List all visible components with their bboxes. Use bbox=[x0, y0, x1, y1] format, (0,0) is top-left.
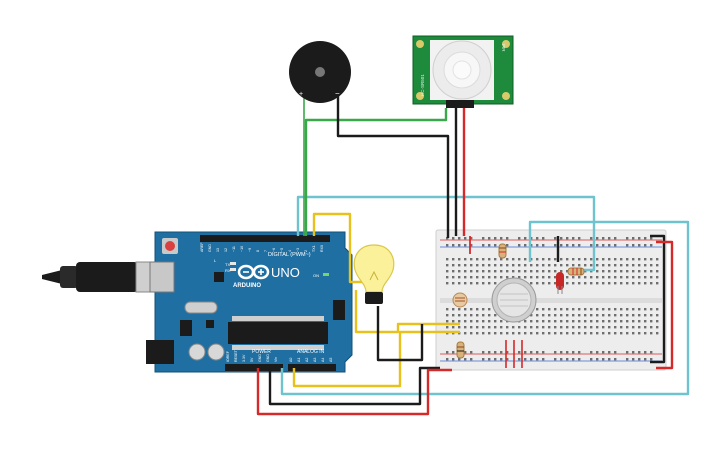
pin-label: ~11 bbox=[232, 246, 236, 252]
piezo-buzzer[interactable]: + − bbox=[289, 41, 351, 103]
wire-bulb-gnd bbox=[376, 306, 424, 362]
pin-label: ~10 bbox=[240, 246, 244, 252]
analog-label: ANALOG IN bbox=[297, 349, 325, 355]
l-label: L bbox=[214, 258, 217, 263]
pir-label-left: HC-SR501 bbox=[420, 74, 425, 96]
wire-cyan-2 bbox=[280, 220, 690, 396]
buzzer-minus-label: − bbox=[335, 89, 340, 98]
pin-label: GND bbox=[208, 244, 212, 252]
pin-label: A4 bbox=[321, 358, 325, 362]
pir-motion-sensor[interactable]: HC-SR501 PIR bbox=[412, 35, 514, 108]
pin-label: 2 bbox=[304, 250, 308, 252]
resistor-ldr[interactable] bbox=[456, 341, 465, 359]
wire-rail-vcc bbox=[656, 240, 674, 370]
breadboard[interactable] bbox=[435, 229, 667, 371]
pin-label: 3.3V bbox=[242, 354, 246, 362]
arduino-logo bbox=[237, 264, 270, 280]
wire-cyan-1 bbox=[296, 195, 596, 272]
pin-label: AREF bbox=[200, 242, 204, 252]
atmega-chip bbox=[228, 322, 328, 344]
pin-label: A0 bbox=[289, 358, 293, 362]
pin-label: 13 bbox=[216, 248, 220, 252]
pin-label: RX0 bbox=[320, 245, 324, 252]
power-jack[interactable] bbox=[146, 340, 174, 364]
digital-header-label: DIGITAL (PWM~) bbox=[268, 252, 311, 258]
pin-label: 12 bbox=[224, 248, 228, 252]
wire-gnd-main bbox=[268, 366, 440, 406]
analog-header[interactable] bbox=[288, 364, 336, 371]
wire-5v-main bbox=[256, 368, 452, 416]
pin-label: 5V bbox=[250, 357, 254, 362]
resistor-top[interactable] bbox=[498, 243, 507, 259]
resistor-led[interactable] bbox=[567, 267, 585, 276]
pin-label: 8 bbox=[256, 250, 260, 252]
pin-label: GND bbox=[258, 354, 262, 362]
pin-label: RESET bbox=[234, 349, 238, 362]
arduino-brand: ARDUINO bbox=[233, 283, 261, 289]
light-bulb[interactable] bbox=[353, 244, 395, 304]
analog-pin-labels: A0 A1 A2 A3 A4 A5 bbox=[289, 358, 333, 362]
pin-label: GND bbox=[266, 354, 270, 362]
digital-pin-labels: AREF GND 13 12 ~11 ~10 ~9 8 7 ~6 ~5 4 ~3 2 TX1 RX0 bbox=[200, 242, 324, 252]
arduino-uno-board[interactable]: ARDUINO UNO DIGITAL (PWM~) POWER ANALOG … bbox=[146, 231, 353, 373]
pin-label: ~3 bbox=[296, 248, 300, 252]
power-label: POWER bbox=[252, 349, 271, 355]
rx-label: RX bbox=[225, 268, 231, 273]
photoresistor[interactable] bbox=[452, 292, 468, 308]
pin-label: A1 bbox=[297, 358, 301, 362]
buzzer-plus-label: + bbox=[299, 91, 303, 98]
pin-label: ~6 bbox=[272, 248, 276, 252]
wire-yellow-2 bbox=[354, 290, 460, 334]
arduino-model: UNO bbox=[271, 265, 300, 280]
pin-label: A2 bbox=[305, 358, 309, 362]
on-label: ON bbox=[313, 273, 319, 278]
pin-label: ~9 bbox=[248, 248, 252, 252]
pin-label: A5 bbox=[329, 358, 333, 362]
wire-rail-gnd bbox=[650, 234, 666, 364]
power-header[interactable] bbox=[225, 364, 283, 371]
tx-label: TX bbox=[225, 262, 230, 267]
gas-sensor[interactable] bbox=[491, 277, 537, 323]
pin-label: Vin bbox=[274, 357, 278, 362]
wire-green bbox=[304, 108, 448, 236]
digital-header[interactable] bbox=[200, 235, 330, 242]
wires bbox=[256, 96, 690, 416]
pin-label: ~5 bbox=[280, 248, 284, 252]
power-pin-labels: IOREF RESET 3.3V 5V GND GND Vin bbox=[226, 349, 278, 362]
pin-label: 4 bbox=[288, 250, 292, 252]
pin-label: A3 bbox=[313, 358, 317, 362]
wire-yellow-3 bbox=[292, 330, 460, 388]
breadboard-holes bbox=[446, 237, 659, 361]
pir-label-right: PIR bbox=[501, 44, 506, 52]
pin-label: IOREF bbox=[226, 350, 230, 362]
pin-label: TX1 bbox=[312, 245, 316, 252]
pin-label: 7 bbox=[264, 250, 268, 252]
red-led[interactable] bbox=[556, 272, 564, 294]
wire-buzzer-gnd bbox=[336, 96, 450, 238]
